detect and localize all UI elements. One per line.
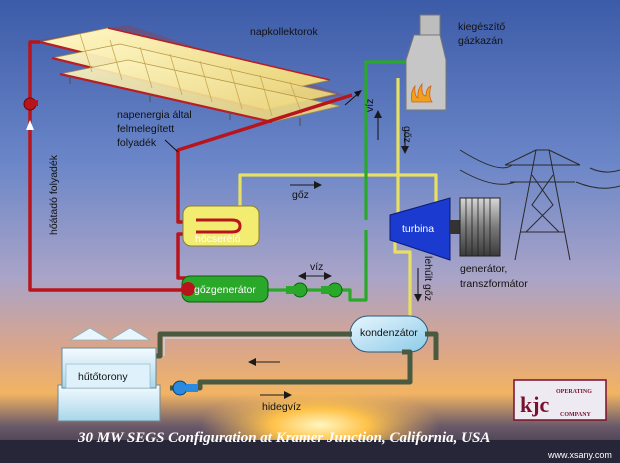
heated-fluid-label-3: folyadék (117, 137, 157, 149)
turbine-label: turbina (402, 223, 434, 235)
steam-lines (238, 78, 438, 318)
cold-water-label: hidegvíz (262, 401, 301, 413)
ground (0, 440, 620, 463)
steam-top-label: gőz (292, 189, 309, 201)
steam-generator (181, 275, 269, 303)
steam-vertical-label: gőz (401, 126, 413, 143)
hot-fluid-flow-arrow (26, 120, 34, 130)
heated-fluid-pointer (164, 139, 179, 153)
solar-collectors-label: napkollektorok (250, 26, 318, 38)
feedwater-pump (321, 282, 343, 298)
feedwater-pump (286, 282, 308, 298)
generator-label-1: generátor, (460, 263, 507, 275)
turbine (389, 197, 451, 261)
solar-collector-field (38, 25, 345, 126)
heat-transfer-fluid-label: hőátadó folyadék (48, 154, 60, 235)
water-vertical-label: víz (364, 99, 376, 112)
kjc-logo: kjc OPERATING COMPANY (513, 379, 607, 421)
logo-bottom-text: COMPANY (560, 412, 592, 418)
gas-boiler-label-2: gázkazán (458, 35, 503, 47)
heat-exchanger-label: hőcserélő (195, 233, 241, 245)
exhaust-steam-label: lehűlt gőz (422, 256, 434, 301)
condenser-label: kondenzátor (360, 327, 418, 339)
logo-main-text: kjc (520, 392, 550, 417)
generator-label-2: transzformátor (460, 278, 528, 290)
heated-fluid-label-2: felmelegített (117, 123, 174, 135)
logo-top-text: OPERATING (556, 389, 592, 395)
collector-row (59, 59, 341, 124)
water-mid-label: víz (310, 261, 323, 273)
cooling-tower (57, 327, 161, 422)
heated-fluid-label-1: napenergia által (117, 109, 192, 121)
transmission-tower (459, 149, 620, 261)
gas-boiler (405, 14, 447, 111)
generator (450, 197, 501, 257)
steam-generator-label: gőzgenerátor (194, 284, 256, 296)
heat-exchanger (182, 205, 260, 247)
watermark: www.xsany.com (547, 450, 612, 460)
cooling-tower-label: hűtőtorony (78, 371, 128, 383)
diagram-caption: 30 MW SEGS Configuration at Kramer Junct… (77, 430, 490, 446)
gas-boiler-label-1: kiegészítő (458, 21, 505, 33)
cooling-water-pump (172, 380, 198, 396)
